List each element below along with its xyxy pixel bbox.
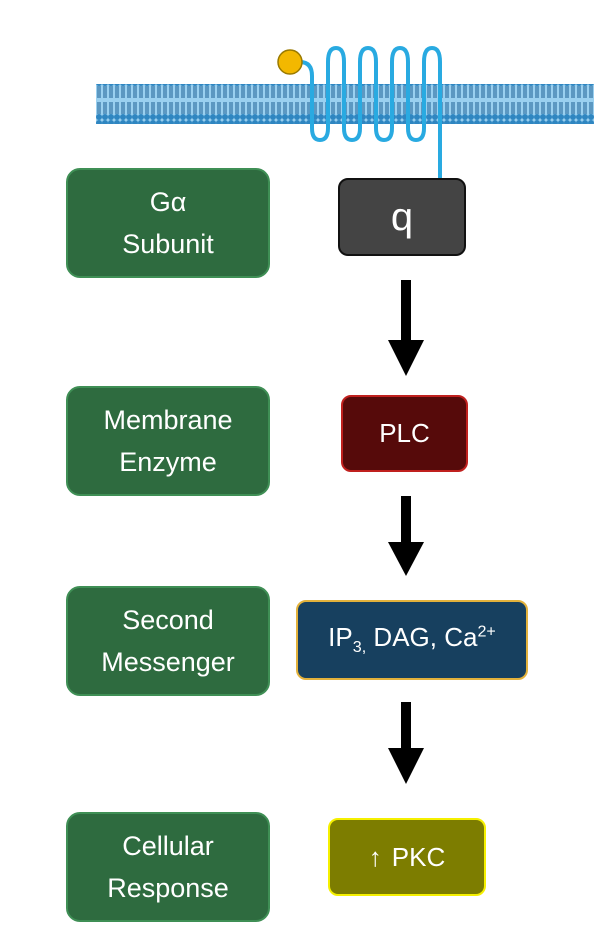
label-line: Messenger — [101, 647, 235, 677]
label-cellular-response: Cellular Response — [66, 812, 270, 922]
second-messenger-value: IP3, DAG, Ca2+ — [328, 622, 496, 657]
label-line: Subunit — [122, 229, 214, 259]
ligand-circle — [277, 49, 303, 75]
label-second-messenger: Second Messenger — [66, 586, 270, 696]
pkc-box: ↑ PKC — [328, 818, 486, 896]
membrane-illustration — [96, 46, 594, 192]
g-protein-value: q — [390, 194, 414, 239]
gpcr-receptor — [290, 46, 442, 192]
g-protein-q-box: q — [338, 178, 466, 256]
down-arrow — [388, 280, 424, 376]
label-line: Membrane — [103, 405, 233, 435]
plc-value: PLC — [379, 418, 430, 448]
plc-box: PLC — [341, 395, 468, 472]
label-line: Enzyme — [119, 447, 217, 477]
pkc-value: PKC — [391, 841, 446, 872]
label-line: Cellular — [122, 831, 214, 861]
up-arrow-icon: ↑ — [368, 841, 382, 872]
down-arrow — [388, 496, 424, 576]
label-line: Second — [122, 605, 214, 635]
down-arrow — [388, 702, 424, 784]
label-membrane-enzyme: Membrane Enzyme — [66, 386, 270, 496]
label-g-alpha-subunit: Gα Subunit — [66, 168, 270, 278]
second-messenger-box: IP3, DAG, Ca2+ — [296, 600, 528, 680]
label-line: Response — [107, 873, 229, 903]
label-line: Gα — [149, 187, 187, 217]
